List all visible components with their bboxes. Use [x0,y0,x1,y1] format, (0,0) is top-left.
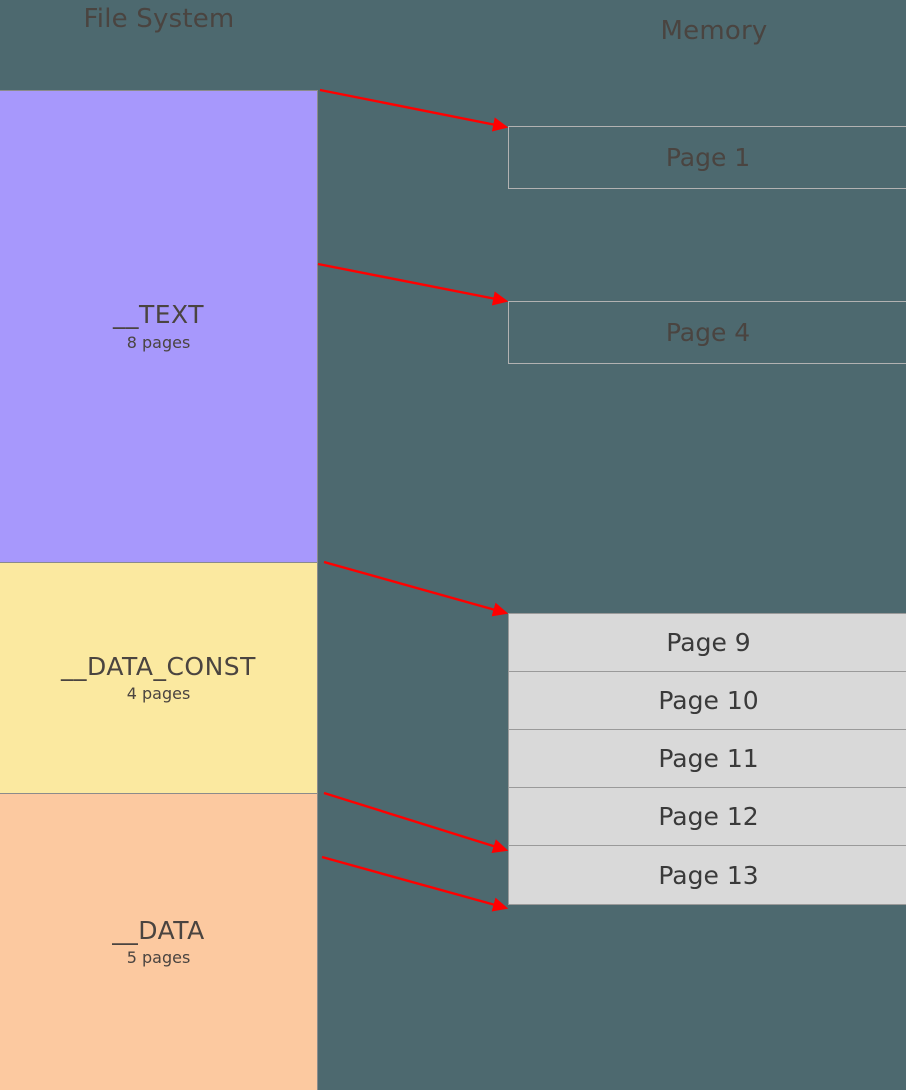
arrow-text-to-page-4 [317,262,509,306]
arrow-data-to-page-12 [323,791,509,853]
segment-data-const: __DATA_CONST 4 pages [0,562,318,794]
segment-text-pages: 8 pages [126,332,191,352]
segment-data: __DATA 5 pages [0,793,318,1090]
segment-data-const-name: __DATA_CONST [61,651,256,681]
file-system-column-title: File System [83,4,235,34]
segment-data-const-pages: 4 pages [126,684,191,704]
memory-page-13: Page 13 [509,846,906,904]
memory-page-outlined-4: Page 4 [508,301,906,364]
memory-page-11: Page 11 [509,730,906,788]
memory-resident-page-stack: Page 9 Page 10 Page 11 Page 12 Page 13 [508,613,906,905]
memory-page-12: Page 12 [509,788,906,846]
memory-column-title: Memory [660,16,768,46]
memory-page-outlined-1: Page 1 [508,126,906,189]
arrow-data-to-page-13 [321,855,509,912]
segment-text: __TEXT 8 pages [0,90,318,563]
arrow-data-const-to-page-9 [323,560,509,617]
segment-text-name: __TEXT [112,300,205,330]
segment-data-name: __DATA [112,915,205,945]
memory-page-9: Page 9 [509,614,906,672]
memory-page-10: Page 10 [509,672,906,730]
arrow-text-to-page-1 [319,88,509,132]
segment-data-pages: 5 pages [126,948,191,968]
